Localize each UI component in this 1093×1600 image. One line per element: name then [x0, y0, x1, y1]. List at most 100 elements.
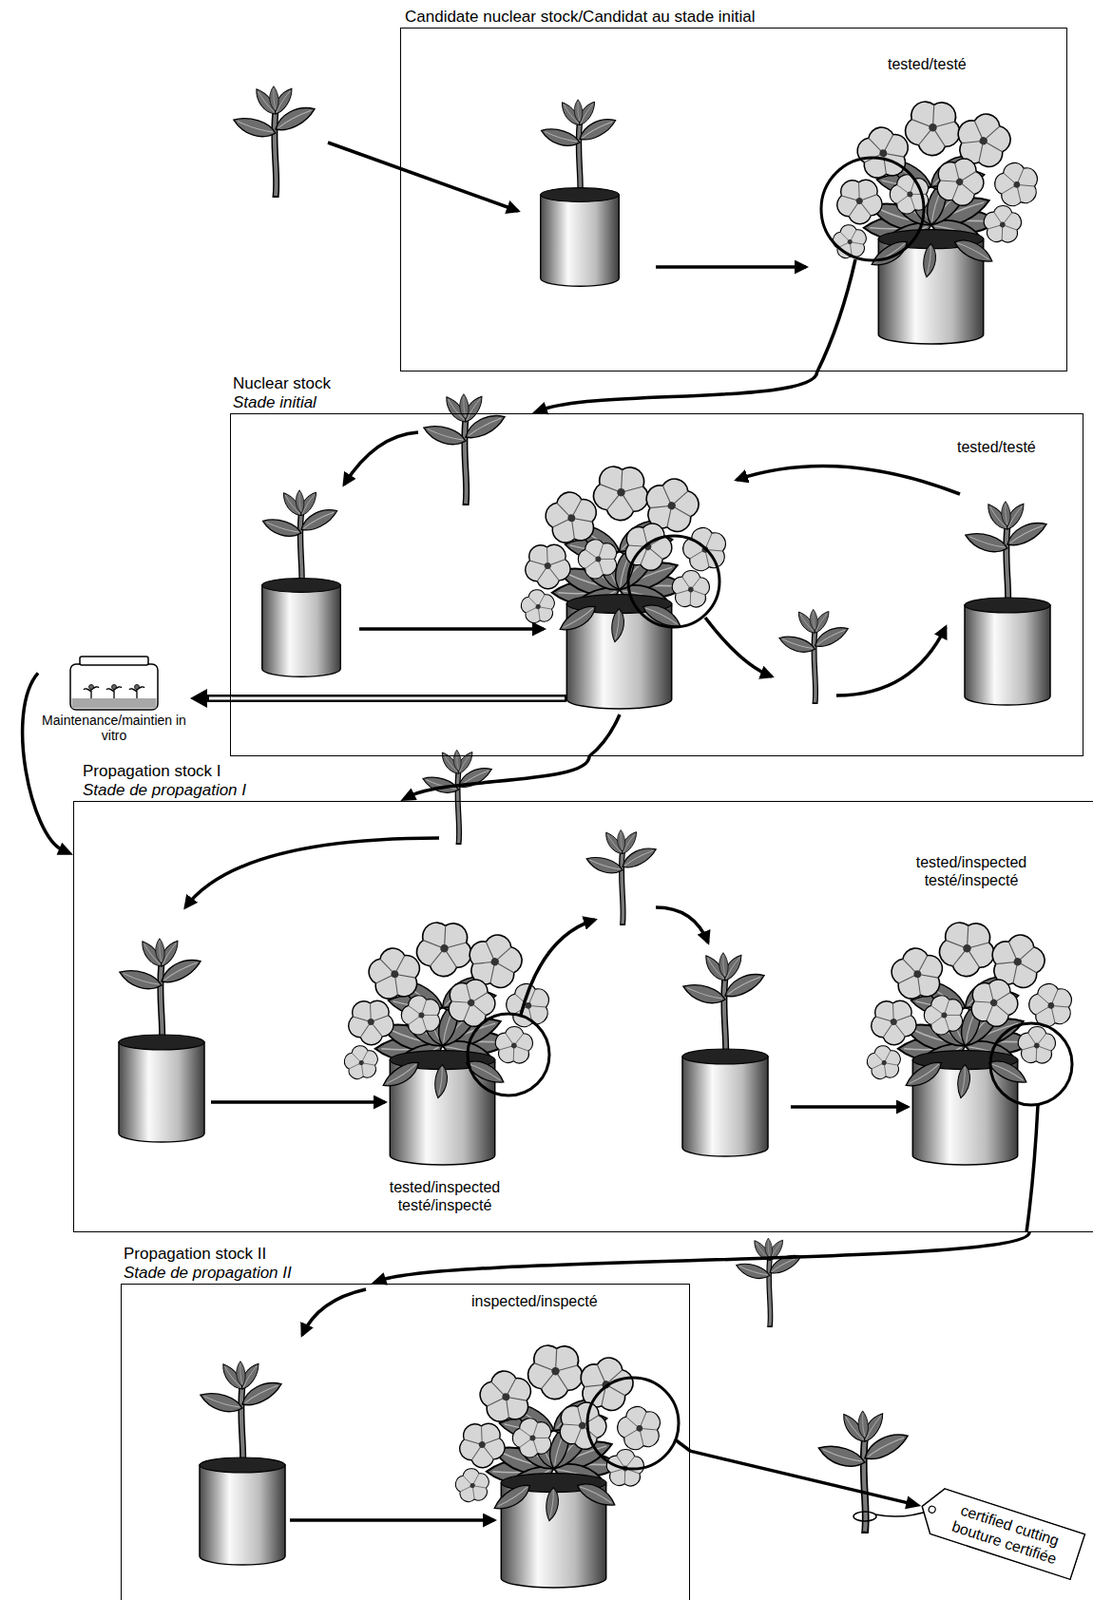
flow-arrow — [790, 1105, 908, 1110]
tag-hole — [927, 1505, 937, 1515]
stage-box: Propagation stock IIStade de propagation… — [120, 1284, 691, 1600]
connector-line — [22, 672, 63, 850]
status-label: inspected/inspecté — [471, 1292, 598, 1311]
arrow-head — [400, 788, 417, 802]
potted-cutting — [116, 938, 205, 1143]
label-anchor: tested/testé — [887, 55, 967, 74]
tag-shape — [914, 1484, 1085, 1581]
heading-text: Candidate nuclear stock/Candidat au stad… — [404, 7, 756, 27]
connector — [690, 1451, 921, 1510]
heading-text: Nuclear stock — [232, 374, 331, 394]
connector — [400, 756, 590, 802]
cutting — [421, 749, 496, 845]
sampling-circle — [821, 157, 924, 261]
connector — [371, 1232, 1031, 1286]
connector — [532, 371, 818, 415]
certification-tag: certified cutting bouture certifiée — [913, 1482, 1087, 1581]
in-vitro-jar: Maintenance/maintien in vitro — [38, 655, 191, 744]
flow-arrow — [289, 1518, 495, 1523]
status-label: tested/testé — [887, 55, 967, 74]
plantlet-leaf — [134, 685, 140, 691]
heading-text: Stade de propagation II — [123, 1264, 292, 1284]
jar-neck — [79, 656, 149, 666]
plantlet-leaf — [112, 685, 117, 691]
connector — [190, 689, 232, 709]
potted-cutting — [260, 489, 341, 677]
potted-cutting — [197, 1361, 286, 1566]
stage-heading: Candidate nuclear stock/Candidat au stad… — [404, 7, 756, 27]
flow-arrow — [520, 920, 595, 1016]
flowering-plant — [341, 915, 550, 1166]
arrow-head — [57, 843, 74, 856]
sampling-circle — [587, 1378, 679, 1470]
tag-string — [853, 1512, 877, 1522]
jar-caption: Maintenance/maintien in vitro — [38, 712, 191, 744]
sampling-circle — [990, 1023, 1073, 1106]
cutting — [815, 1410, 911, 1535]
flow-arrow — [327, 142, 518, 211]
leader-line — [674, 1439, 691, 1452]
leader-line — [1026, 1105, 1038, 1233]
flow-arrow — [655, 265, 806, 269]
tag-text: certified cutting bouture certifiée — [940, 1497, 1074, 1573]
flow-arrow — [705, 617, 772, 677]
heading-text: Stade de propagation I — [82, 781, 247, 801]
double-line-gap — [228, 697, 565, 701]
label-anchor: tested/inspected testé/inspecté — [378, 1178, 512, 1215]
sampling-circle — [467, 1014, 550, 1096]
stage-heading: Nuclear stockStade initial — [232, 374, 331, 413]
cutting — [421, 393, 508, 506]
flow-arrow — [302, 1289, 366, 1336]
heading-text: Propagation stock II — [123, 1245, 292, 1265]
heading-text: Propagation stock I — [82, 762, 247, 782]
status-label: tested/inspected testé/inspecté — [378, 1178, 512, 1215]
flowering-plant — [829, 94, 1038, 345]
stage-heading: Propagation stock IIStade de propagation… — [123, 1245, 292, 1284]
flow-arrow — [836, 627, 946, 696]
connector-line — [410, 756, 590, 797]
stage-box: Nuclear stockStade initial — [230, 413, 1084, 757]
flow-arrow — [210, 1100, 385, 1105]
cutting — [777, 609, 852, 705]
culture-medium — [72, 698, 157, 710]
plantlet-leaf — [89, 685, 95, 691]
potted-cutting — [680, 952, 768, 1157]
cutting — [230, 85, 318, 198]
connector-line — [542, 371, 818, 410]
flowering-plant — [517, 459, 727, 710]
jar-drawing — [38, 655, 191, 713]
flow-arrow — [344, 432, 419, 485]
potted-cutting — [962, 500, 1051, 706]
cutting — [733, 1238, 804, 1328]
connector-line — [690, 1451, 911, 1504]
potted-cutting — [538, 98, 619, 287]
tag-text-block: certified cutting bouture certifiée — [940, 1497, 1074, 1573]
heading-text: Stade initial — [232, 393, 331, 413]
cutting — [584, 829, 659, 926]
flowering-plant — [863, 915, 1073, 1166]
stage-box: Candidate nuclear stock/Candidat au stad… — [400, 27, 1068, 372]
connector — [22, 672, 74, 855]
label-anchor: tested/inspected testé/inspecté — [904, 853, 1038, 890]
flow-arrow — [655, 907, 709, 943]
flow-arrow — [736, 466, 960, 495]
flow-arrow — [185, 838, 440, 908]
flowering-plant — [452, 1338, 661, 1589]
arrow-head — [190, 689, 208, 709]
stage-heading: Propagation stock IStade de propagation … — [82, 762, 247, 801]
status-label: tested/testé — [957, 438, 1036, 457]
leader-line — [589, 714, 620, 757]
flow-arrow — [359, 627, 544, 632]
connector-line — [382, 1232, 1030, 1281]
leader-line — [817, 259, 856, 372]
label-anchor: tested/testé — [957, 438, 1036, 457]
status-label: tested/inspected testé/inspecté — [904, 853, 1038, 890]
sampling-circle — [628, 536, 720, 628]
jar-body — [70, 664, 158, 710]
connector-gap — [209, 696, 232, 700]
label-anchor: inspected/inspecté — [471, 1292, 598, 1311]
arrow-head — [904, 1496, 921, 1511]
